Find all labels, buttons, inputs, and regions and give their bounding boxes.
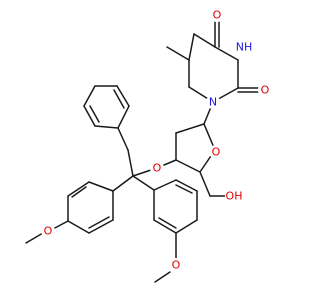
methoxy-oxygen-left: O <box>41 224 55 238</box>
bond <box>116 85 130 107</box>
bond <box>175 123 205 134</box>
bond <box>94 125 119 129</box>
sugar-ring-oxygen: O <box>209 145 223 159</box>
bond <box>153 219 177 234</box>
bond <box>67 220 90 234</box>
bond <box>175 184 193 194</box>
bond <box>117 127 129 151</box>
bond <box>154 271 171 283</box>
bond <box>83 105 96 127</box>
bond <box>214 46 239 61</box>
bond <box>25 232 44 244</box>
bond <box>67 181 90 197</box>
bond <box>127 149 134 177</box>
bond <box>166 46 190 61</box>
bond <box>153 179 177 191</box>
bond <box>89 105 100 123</box>
bond <box>175 159 201 173</box>
atom-label: O <box>213 9 222 22</box>
bond <box>88 219 114 234</box>
bond <box>83 85 96 107</box>
bond-layer <box>25 21 259 283</box>
atom-label: O <box>44 225 53 238</box>
atom-label: O <box>212 146 221 159</box>
bond <box>112 175 134 192</box>
atom-label: O <box>261 84 270 97</box>
ether-oxygen: O <box>150 161 164 175</box>
molecule-structure: O NH O N O OH O O <box>25 8 272 283</box>
bond <box>188 33 195 61</box>
bond <box>175 179 198 192</box>
ring-nh: NH <box>235 38 253 56</box>
bond <box>113 89 125 109</box>
bond <box>88 216 110 229</box>
bond <box>132 175 155 191</box>
carbonyl-oxygen-right: O <box>258 83 272 97</box>
atom-label: N <box>209 96 217 109</box>
methoxy-oxygen-right: O <box>169 258 183 272</box>
atom-layer: O NH O N O OH O O <box>41 8 272 272</box>
bond <box>158 217 177 229</box>
atom-label: O <box>172 259 181 272</box>
hydroxyl-group: OH <box>225 187 243 205</box>
bond <box>117 105 130 129</box>
bond <box>52 220 69 230</box>
atom-label: NH <box>236 41 253 54</box>
bond <box>199 171 211 197</box>
bond <box>175 219 198 234</box>
bond <box>88 181 114 192</box>
atom-label: O <box>153 162 162 175</box>
atom-label: OH <box>226 190 243 203</box>
ring-nitrogen: N <box>206 95 220 109</box>
carbonyl-oxygen-top: O <box>210 8 224 22</box>
bond <box>193 33 216 48</box>
bond <box>71 186 87 198</box>
